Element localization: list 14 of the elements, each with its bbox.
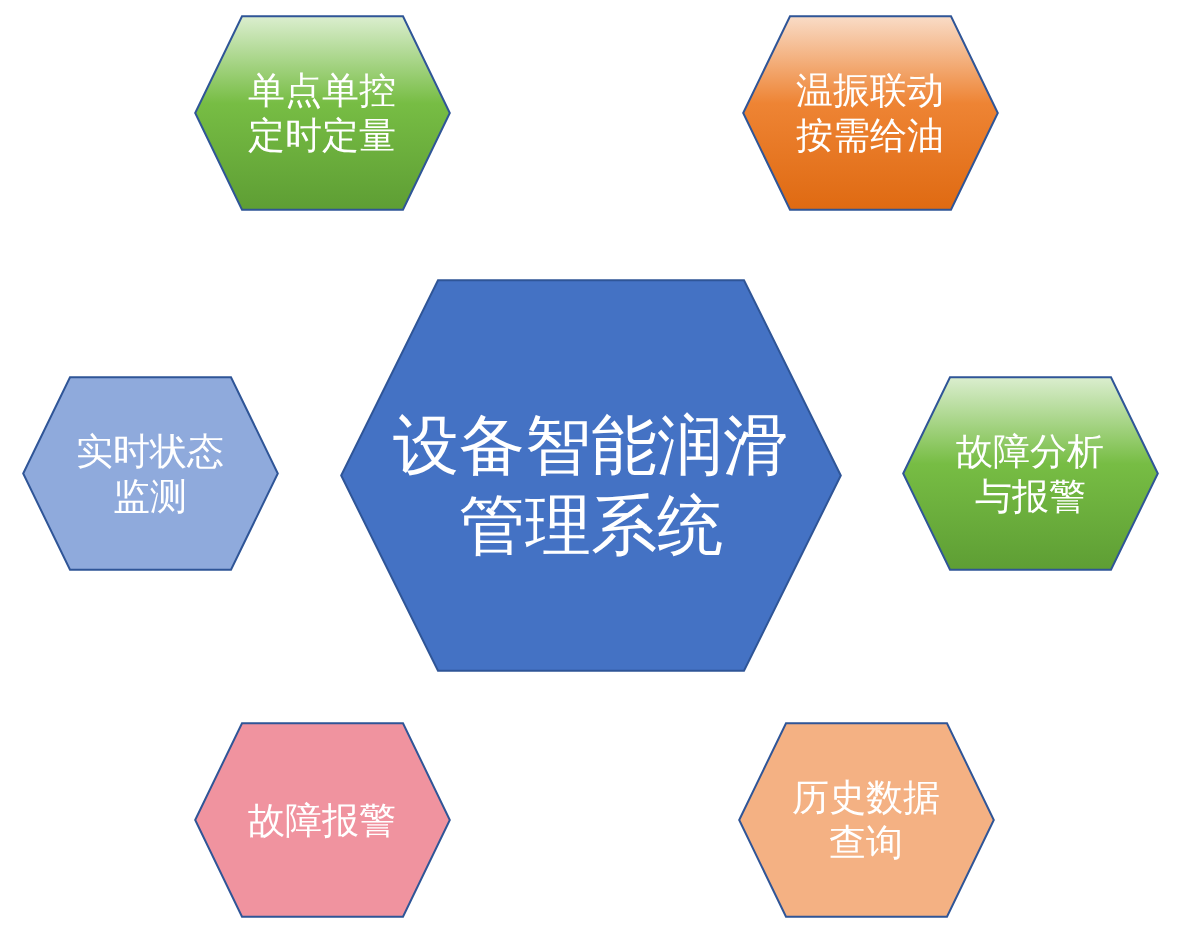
node-label: 实时状态监测 bbox=[75, 428, 226, 519]
hexagon bbox=[194, 15, 451, 211]
node-label: 故障报警 bbox=[247, 797, 398, 843]
node-label: 历史数据查询 bbox=[791, 775, 942, 865]
hexagon bbox=[22, 376, 279, 571]
hexagon bbox=[742, 15, 999, 211]
hexagon bbox=[340, 279, 842, 672]
hexagon bbox=[902, 376, 1159, 571]
node-label: 设备智能润滑管理系统 bbox=[392, 405, 790, 566]
node-label: 故障分析与报警 bbox=[955, 428, 1106, 519]
hexagon bbox=[194, 722, 451, 918]
hexagon bbox=[738, 722, 995, 918]
node-label: 单点单控定时定量 bbox=[247, 68, 398, 158]
node-label: 温振联动按需给油 bbox=[795, 68, 946, 158]
